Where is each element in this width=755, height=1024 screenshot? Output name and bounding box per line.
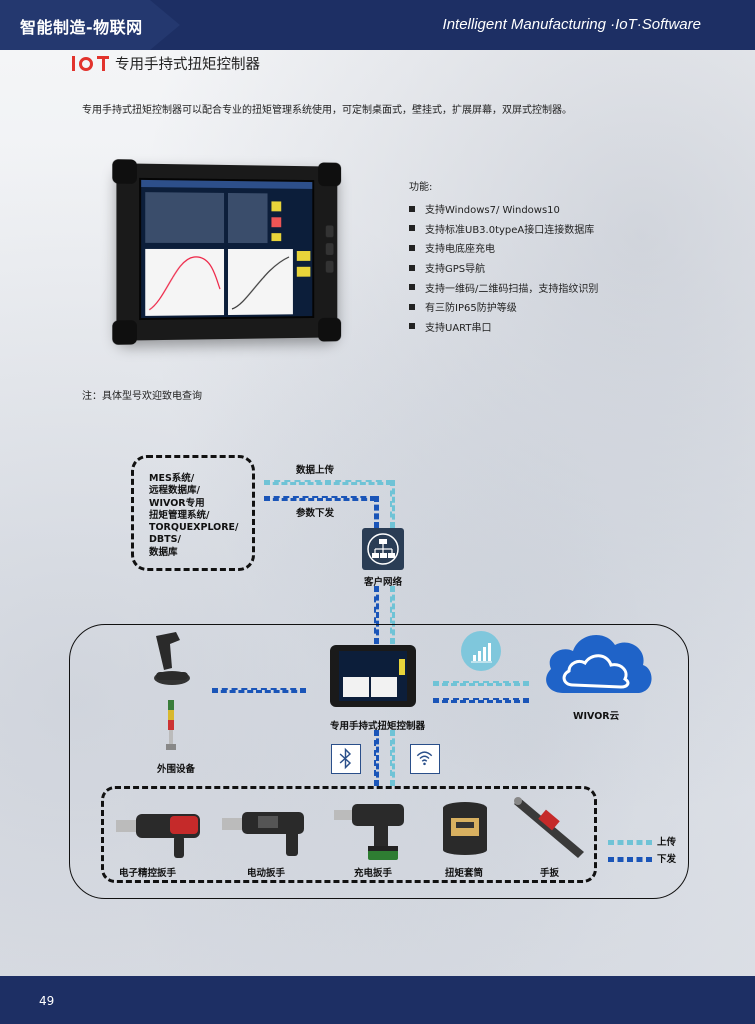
system-box-text: MES系统/ 远程数据库/ WIVOR专用 扭矩管理系统/ TORQUEXPLO… [149,473,239,558]
feature-list: 功能: 支持Windows7/ Windows10 支持标准UB3.0typeA… [409,178,598,336]
network-label: 客户网络 [364,577,403,588]
legend-down-label: 下发 [657,854,677,865]
barcode-scanner-icon [148,630,194,688]
feature-item: 支持标准UB3.0typeA接口连接数据库 [409,219,598,239]
upload-line [390,730,395,786]
page-footer [0,976,755,1024]
feature-item: 支持GPS导航 [409,258,598,278]
bar-chart-icon [461,631,501,671]
section-title: 专用手持式扭矩控制器 [72,53,260,74]
network-switch-icon [362,528,404,570]
feature-item: 支持一维码/二维码扫描，支持指纹识别 [409,277,598,297]
section-title-text: 专用手持式扭矩控制器 [115,57,260,73]
feature-list-title: 功能: [409,182,433,193]
header-subtitle: Intelligent Manufacturing ·IoT·Software [442,16,701,33]
tablet-controller-image [112,159,342,345]
cloud-icon [539,625,657,697]
hand-wrench-image [510,796,590,862]
tools-box [101,786,597,883]
tool-label: 电子精控扳手 [119,868,177,879]
legend-down-line [608,857,652,862]
upload-label: 数据上传 [296,465,335,476]
header-title: 智能制造-物联网 [20,18,143,37]
legend-up-line [608,840,652,845]
header-tab [0,0,180,50]
tool-label: 充电扳手 [354,868,393,879]
feature-item: 支持UART串口 [409,317,598,337]
torque-socket-image [439,800,491,856]
download-line [264,496,376,501]
charging-wrench-image [330,800,410,864]
feature-item: 支持电底座充电 [409,238,598,258]
param-label: 参数下发 [296,508,335,519]
upload-line [390,586,395,644]
system-box [131,455,255,571]
feature-item: 有三防IP65防护等级 [409,297,598,317]
page-header: 智能制造-物联网 Intelligent Manufacturing ·IoT·… [0,0,755,50]
page-number: 49 [39,994,55,1008]
controller-label: 专用手持式扭矩控制器 [330,721,426,732]
peripheral-label: 外围设备 [157,764,196,775]
download-line [374,586,379,644]
signal-tower-light-icon [165,700,177,752]
upload-line [264,480,392,485]
upload-line [433,681,529,686]
download-line [212,688,306,693]
cloud-label: WIVOR云 [573,711,620,722]
download-line [433,698,529,703]
feature-item: 支持Windows7/ Windows10 [409,199,598,219]
download-line [374,730,379,786]
controller-image [330,645,416,707]
intro-paragraph: 专用手持式扭矩控制器可以配合专业的扭矩管理系统使用，可定制桌面式，壁挂式，扩展屏… [82,105,572,116]
download-line [374,496,379,528]
iot-logo [72,56,109,71]
tool-label: 电动扳手 [247,868,286,879]
electric-wrench-image [218,802,312,862]
upload-line [390,480,395,528]
legend-up-label: 上传 [657,837,677,848]
tool-label: 扭矩套筒 [445,868,484,879]
wifi-icon [410,744,440,774]
electronic-wrench-image [112,806,206,862]
model-note: 注：具体型号欢迎致电查询 [82,391,202,402]
device-network-box [69,624,689,899]
tool-label: 手扳 [540,868,560,879]
bluetooth-icon [331,744,361,774]
